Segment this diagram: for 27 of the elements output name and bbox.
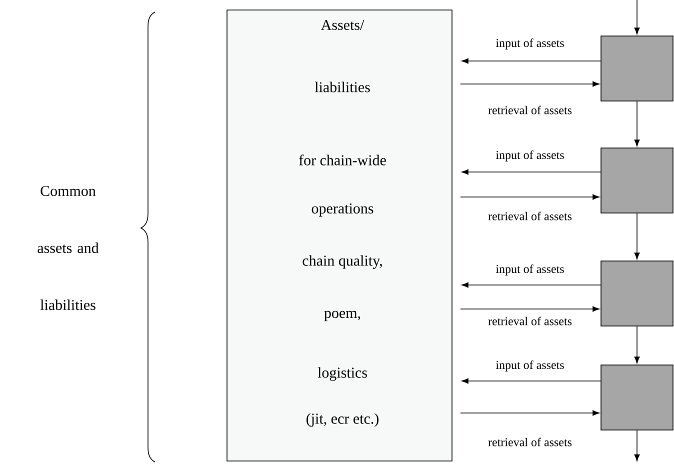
arrow: [460, 410, 600, 416]
arrow: [460, 194, 600, 200]
process-box: [600, 364, 674, 430]
arrow: [634, 101, 640, 146]
text-box: Assets/ liabilities for chain-wide operations chain quality, poem, logistics (jit, ecr etc.): [226, 10, 452, 462]
edge-label: input of assets: [494, 360, 566, 372]
edge-label: input of assets: [494, 264, 566, 276]
side-label: Common assets and liabilities: [38, 186, 99, 310]
arrow: [462, 378, 601, 384]
process-box: [600, 36, 674, 102]
edge-label: retrieval of assets: [487, 210, 573, 222]
arrow: [462, 282, 601, 288]
arrow: [634, 0, 640, 34]
arrow: [634, 213, 640, 260]
edge-label: retrieval of assets: [487, 436, 573, 448]
arrow: [462, 58, 601, 64]
arrow: [462, 169, 601, 175]
arrow: [460, 81, 600, 87]
edge-label: retrieval of assets: [487, 104, 573, 116]
edge-label: input of assets: [494, 38, 566, 50]
edge-label: retrieval of assets: [487, 316, 573, 326]
edge-label: input of assets: [494, 150, 566, 162]
arrow: [460, 306, 600, 312]
process-box: [600, 260, 674, 326]
arrow: [634, 326, 640, 364]
process-box: [600, 148, 674, 214]
arrow: [634, 430, 640, 462]
